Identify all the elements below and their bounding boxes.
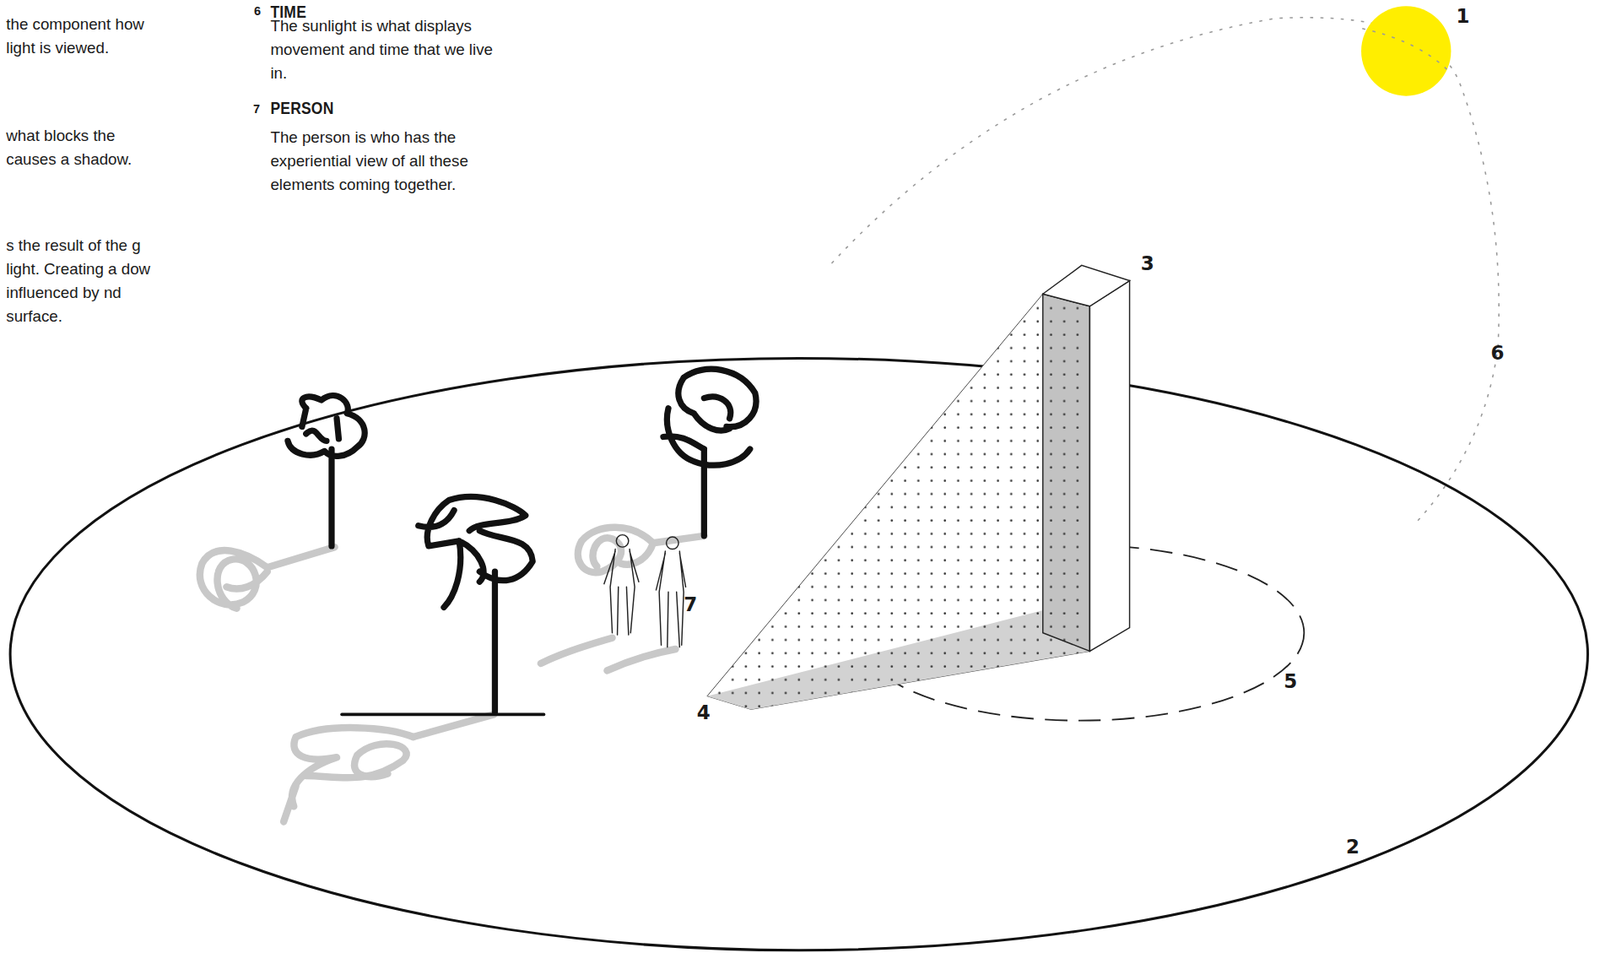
item-description: The person is who has the experiential v… [270, 125, 511, 196]
pillar-lit-face [1089, 281, 1130, 652]
callout-number: 6 [1491, 340, 1505, 364]
light-wedge-dots [707, 293, 1090, 709]
callout-number: 5 [1283, 669, 1298, 692]
tree-shadows [200, 527, 705, 822]
callout-number: 3 [1140, 252, 1155, 276]
sun [1361, 5, 1451, 96]
item-number: 6 [254, 4, 261, 19]
callout-number: 4 [697, 701, 711, 725]
pillar-top [1043, 264, 1130, 306]
people [604, 535, 687, 648]
callout-number: 7 [683, 593, 698, 617]
pillar-shaded-face [1043, 293, 1091, 651]
light-wedge [707, 293, 1090, 709]
item-description: The sunlight is what displays movement a… [270, 14, 511, 85]
callout-number: 1 [1455, 4, 1470, 28]
cast-shadow-dots [707, 610, 1090, 709]
callout-number: 2 [1345, 834, 1360, 858]
trees [287, 368, 757, 714]
item-heading: PERSON [270, 98, 334, 119]
note-text: s the result of the g light. Creating a … [5, 233, 162, 328]
pillar-dots [1043, 293, 1091, 651]
cast-shadow [707, 610, 1090, 709]
sun-path [1362, 28, 1449, 72]
item-number: 7 [253, 102, 260, 117]
note-text: the component how light is viewed. [5, 12, 159, 60]
note-text: what blocks the causes a shadow. [5, 123, 154, 171]
